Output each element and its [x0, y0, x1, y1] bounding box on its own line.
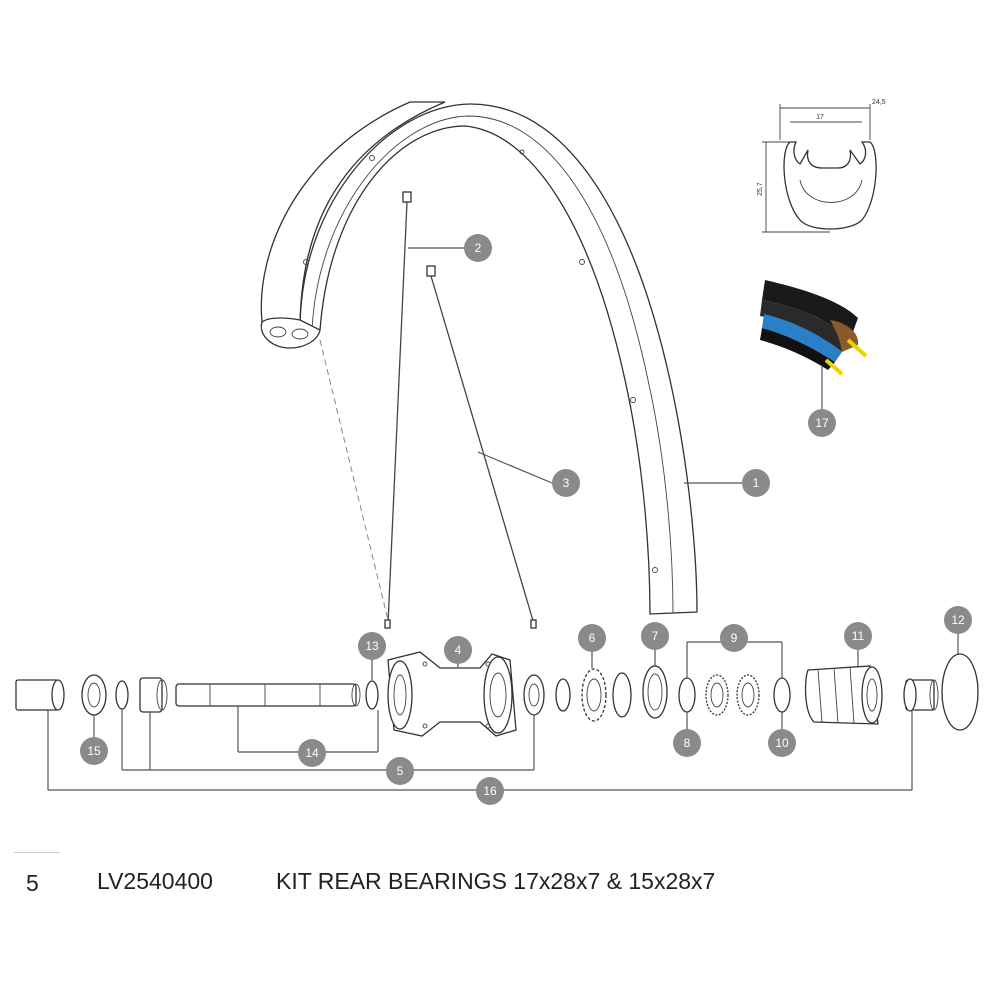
svg-text:16: 16	[483, 784, 497, 798]
rim-height: 25,7	[757, 182, 764, 196]
parts-caption: 5 LV2540400 KIT REAR BEARINGS 17x28x7 & …	[0, 868, 1000, 900]
callout-6: 6	[578, 624, 606, 652]
callout-10: 10	[768, 729, 796, 757]
washer	[555, 678, 571, 712]
callout-13: 13	[358, 632, 386, 660]
bearing-right	[523, 674, 545, 716]
svg-text:11: 11	[852, 629, 865, 643]
svg-text:13: 13	[365, 639, 379, 653]
hub-body	[387, 651, 517, 737]
spoke-rear	[426, 265, 537, 629]
caption-reference: LV2540400	[97, 868, 213, 894]
callout-11: 11	[844, 622, 872, 650]
callout-15: 15	[80, 737, 108, 765]
axle-end-cap-right	[903, 678, 939, 712]
callout-1: 1	[742, 469, 770, 497]
spacer-10	[773, 677, 791, 713]
callout-17: 17	[808, 409, 836, 437]
seal	[642, 665, 668, 719]
spacer-ring-left	[115, 680, 129, 710]
caption-divider	[14, 852, 60, 853]
rim	[260, 101, 698, 621]
callout-9: 9	[720, 624, 748, 652]
axle	[175, 683, 361, 707]
spoke-front	[384, 191, 412, 629]
svg-text:10: 10	[775, 736, 789, 750]
seal-ring	[365, 680, 379, 710]
freehub-body	[804, 665, 883, 725]
callout-5: 5	[386, 757, 414, 785]
caption-description: KIT REAR BEARINGS 17x28x7 & 15x28x7	[276, 868, 716, 894]
svg-text:5: 5	[397, 764, 404, 778]
svg-text:15: 15	[87, 744, 101, 758]
hub-assembly	[15, 651, 979, 737]
rim-outer-width: 24,5	[872, 99, 886, 106]
bearing-left	[81, 674, 107, 716]
svg-text:4: 4	[455, 643, 462, 657]
tire	[760, 280, 868, 376]
svg-text:7: 7	[652, 629, 659, 643]
callout-14: 14	[298, 739, 326, 767]
svg-text:6: 6	[589, 631, 596, 645]
bearing-9a	[705, 674, 729, 716]
svg-text:12: 12	[951, 613, 965, 627]
callout-7: 7	[641, 622, 669, 650]
bearing-9b	[736, 674, 760, 716]
ratchet-ring	[581, 668, 607, 722]
rim-profile	[762, 104, 877, 233]
svg-text:3: 3	[563, 476, 570, 490]
svg-text:9: 9	[731, 631, 738, 645]
svg-text:1: 1	[753, 476, 760, 490]
o-ring	[941, 653, 979, 731]
callout-2: 2	[464, 234, 492, 262]
spacer-8	[678, 677, 696, 713]
callout-4: 4	[444, 636, 472, 664]
bearing-left-inner	[139, 677, 168, 713]
spring-ring	[612, 672, 632, 718]
svg-text:14: 14	[305, 746, 319, 760]
callout-12: 12	[944, 606, 972, 634]
svg-text:2: 2	[475, 241, 482, 255]
callout-16: 16	[476, 777, 504, 805]
caption-part-number: 5	[26, 870, 39, 896]
callout-3: 3	[552, 469, 580, 497]
svg-text:8: 8	[684, 736, 691, 750]
axle-end-cap-left	[15, 679, 65, 711]
svg-text:17: 17	[815, 416, 829, 430]
rim-inner-width: 17	[816, 114, 824, 121]
callout-8: 8	[673, 729, 701, 757]
